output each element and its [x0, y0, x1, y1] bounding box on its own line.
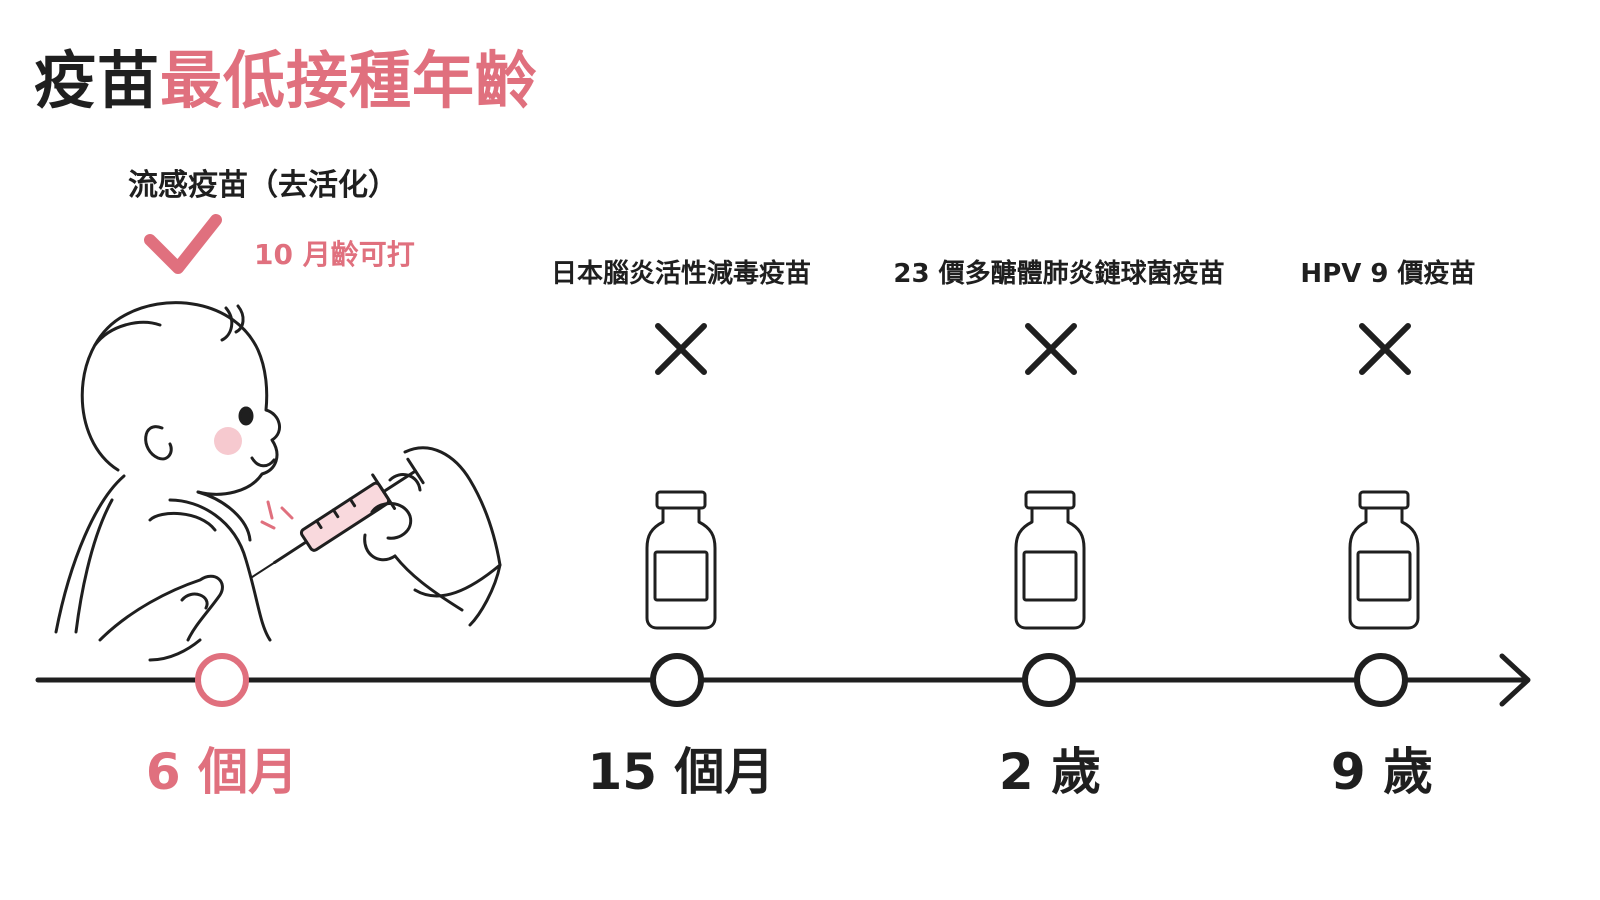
vaccine-label-hpv: HPV 9 價疫苗 — [1300, 259, 1476, 289]
age-label-9y: 9 歲 — [1330, 743, 1434, 801]
cross-icon — [1025, 323, 1077, 375]
age-label-6m: 6 個月 — [145, 743, 299, 801]
title-dark: 疫苗 — [34, 44, 161, 117]
milestone-marker — [195, 653, 249, 707]
cross-icon — [655, 323, 707, 375]
page-title: 疫苗最低接種年齡 — [34, 30, 538, 120]
vial-icon — [1014, 490, 1086, 630]
vaccine-label-je: 日本腦炎活性減毒疫苗 — [550, 259, 812, 289]
milestone-marker — [1022, 653, 1076, 707]
check-icon — [144, 214, 222, 274]
vaccine-label-ppv23: 23 價多醣體肺炎鏈球菌疫苗 — [893, 259, 1225, 289]
baby-injection-illustration — [54, 301, 502, 662]
cross-icon — [1359, 323, 1411, 375]
vial-icon — [645, 490, 717, 630]
title-accent: 最低接種年齡 — [160, 44, 539, 117]
milestone-marker — [1354, 653, 1408, 707]
flu-vaccine-note: 10 月齡可打 — [254, 238, 415, 271]
age-label-2y: 2 歲 — [998, 743, 1102, 801]
flu-vaccine-label: 流感疫苗（去活化） — [128, 168, 398, 203]
age-label-15m: 15 個月 — [587, 743, 775, 801]
arrow-head-icon — [1499, 653, 1531, 707]
vial-icon — [1348, 490, 1420, 630]
milestone-marker — [650, 653, 704, 707]
